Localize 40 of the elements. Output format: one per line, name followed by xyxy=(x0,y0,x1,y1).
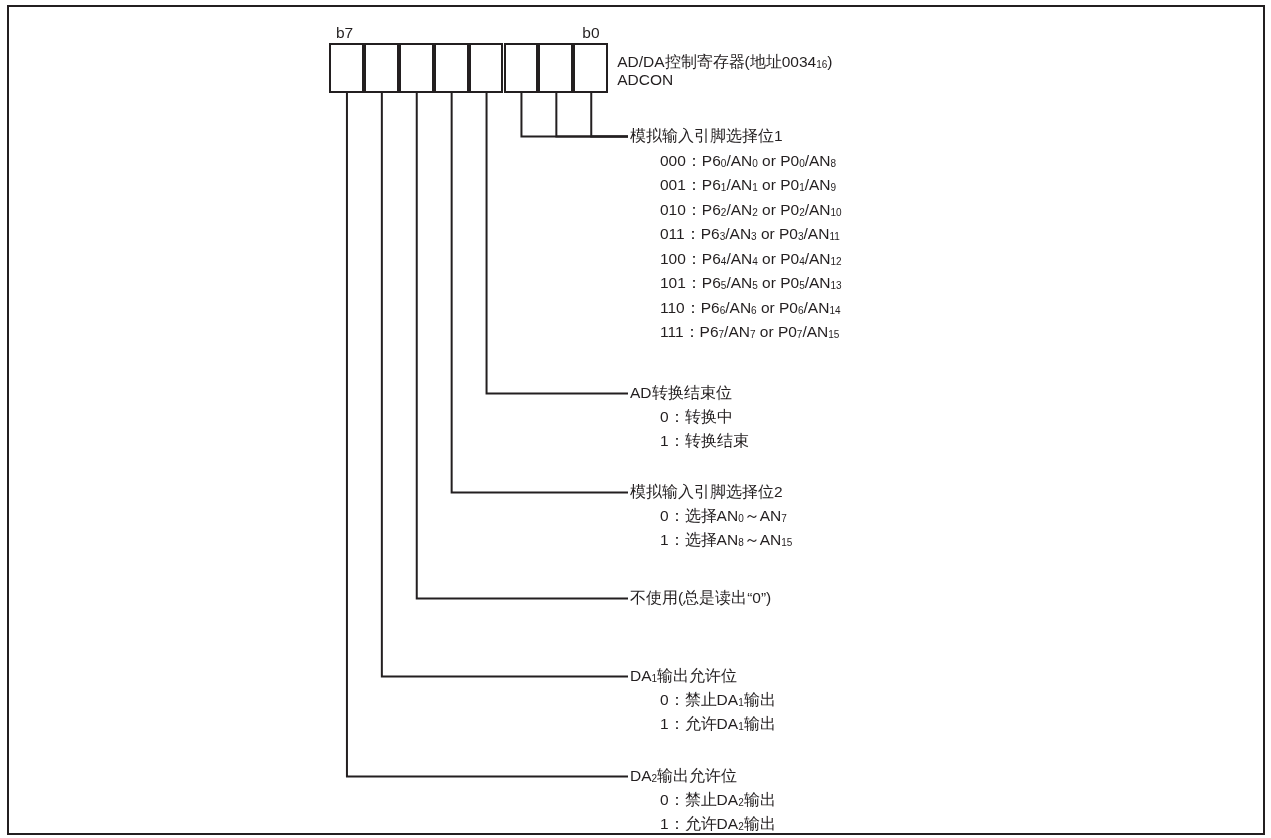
field-heading: 不使用(总是读出“0”) xyxy=(630,589,772,607)
bit-cell xyxy=(468,43,504,93)
bit-cell xyxy=(503,43,539,93)
bit-cell xyxy=(433,43,469,93)
bit-cell xyxy=(538,43,574,93)
field-heading: DA$_{2}$输出允许位 xyxy=(630,767,738,785)
leader-line xyxy=(485,92,629,395)
leader-line xyxy=(450,92,629,494)
bit-cell xyxy=(398,43,434,93)
option-text: 001：P6$_{1}$/AN$_{1}$ or P0$_{1}$/AN$_{9}$ xyxy=(660,176,837,194)
option-text: 0：转换中 xyxy=(660,408,733,426)
option-text: 101：P6$_{5}$/AN$_{5}$ or P0$_{5}$/AN$_{13}$ xyxy=(660,274,842,292)
option-text: 100：P6$_{4}$/AN$_{4}$ or P0$_{4}$/AN$_{12}$ xyxy=(660,249,842,268)
field-heading: AD转换结束位 xyxy=(630,384,732,402)
bit-cell xyxy=(573,43,609,93)
option-text: 1：选择AN$_{8}$～AN$_{15}$ xyxy=(660,531,793,549)
option-text: 0：禁止DA$_{2}$输出 xyxy=(660,791,776,809)
option-text: 0：禁止DA$_{1}$输出 xyxy=(660,691,776,709)
bit-label: b0 xyxy=(582,24,600,42)
register-name: AD/DA控制寄存器(地址0034$_{16}$) xyxy=(617,53,833,71)
option-text: 1：允许DA$_{1}$输出 xyxy=(660,715,776,733)
option-text: 1：允许DA$_{2}$输出 xyxy=(660,815,776,833)
field-heading: DA$_{1}$输出允许位 xyxy=(630,667,738,685)
option-text: 010：P6$_{2}$/AN$_{2}$ or P0$_{2}$/AN$_{10}$ xyxy=(660,200,842,219)
bit-cell xyxy=(329,43,364,93)
register-symbol: ADCON xyxy=(617,71,674,89)
leader-line xyxy=(380,92,629,678)
option-text: 110：P6$_{6}$/AN$_{6}$ or P0$_{6}$/AN$_{14}$ xyxy=(660,298,841,317)
field-heading: 模拟输入引脚选择位2 xyxy=(630,483,783,501)
option-text: 000：P6$_{0}$/AN$_{0}$ or P0$_{0}$/AN$_{8}$ xyxy=(660,151,837,170)
leader-line xyxy=(415,92,629,600)
option-text: 1：转换结束 xyxy=(660,432,749,450)
option-text: 011：P6$_{3}$/AN$_{3}$ or P0$_{3}$/AN$_{11}$ xyxy=(660,225,840,243)
option-text: 0：选择AN$_{0}$～AN$_{7}$ xyxy=(660,507,787,525)
field-heading: 模拟输入引脚选择位1 xyxy=(630,127,783,145)
bit-cell xyxy=(363,43,399,93)
leader-line xyxy=(590,92,629,138)
bit-label: b7 xyxy=(336,24,354,42)
option-text: 111：P6$_{7}$/AN$_{7}$ or P0$_{7}$/AN$_{15}$ xyxy=(660,323,840,341)
leader-line xyxy=(345,92,629,778)
